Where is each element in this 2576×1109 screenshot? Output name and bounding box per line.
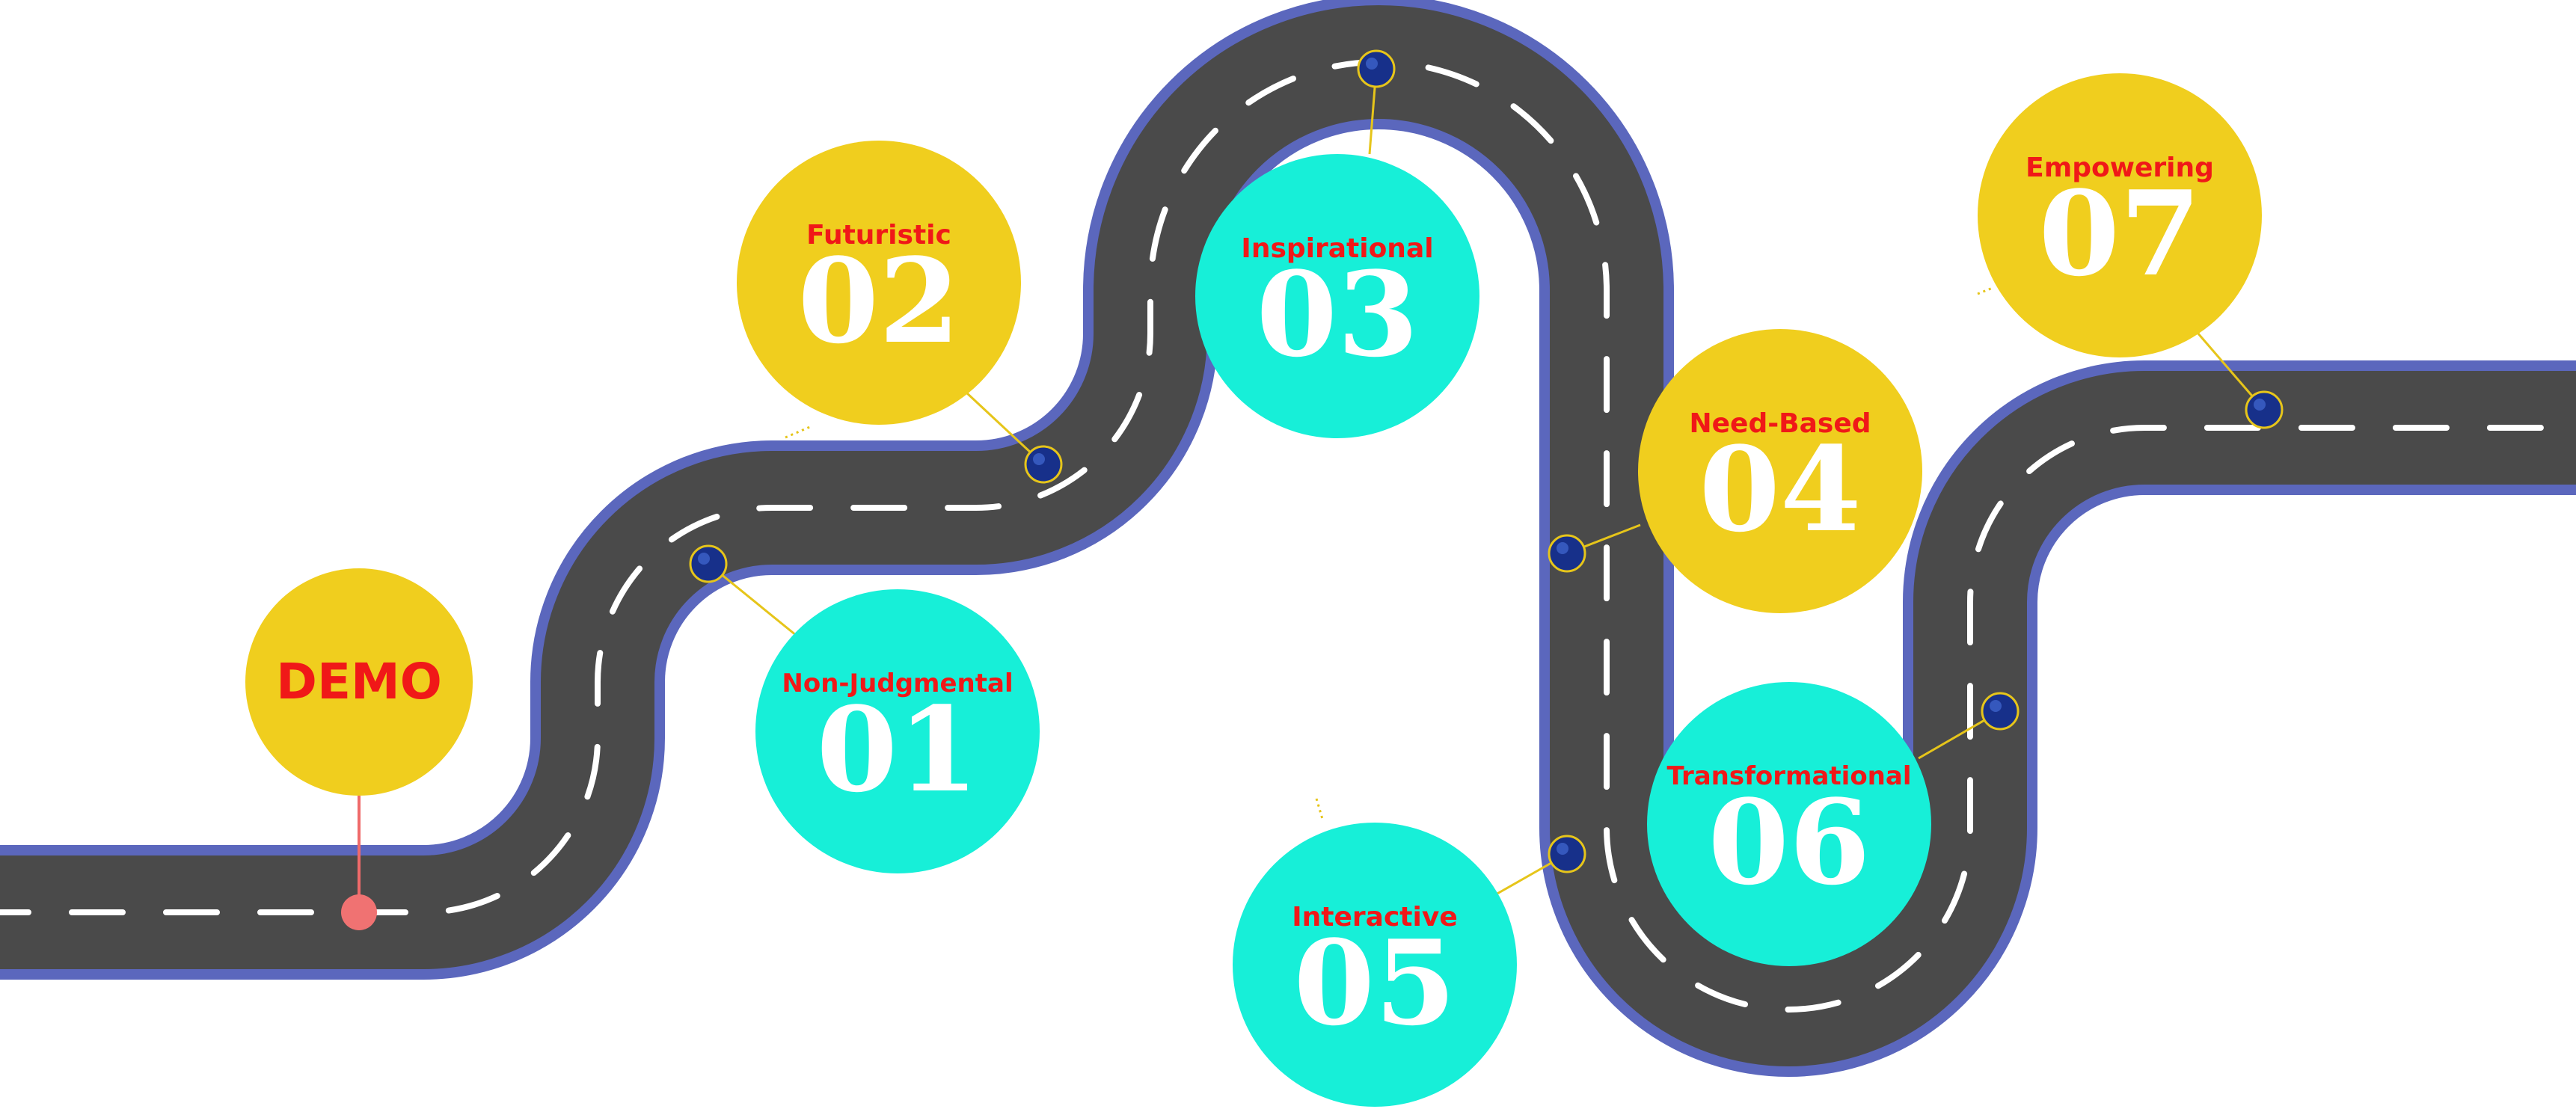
road-marker-highlight	[698, 553, 710, 565]
milestone-number: 06	[1708, 773, 1871, 911]
road-marker-04	[1548, 534, 1586, 573]
milestone-label: Transformational	[1666, 761, 1912, 792]
milestone-label: Non-Judgmental	[782, 669, 1013, 699]
milestone-03: Inspirational 03	[1195, 154, 1479, 438]
start-point-dot	[341, 894, 377, 930]
milestone-02: Futuristic 02	[737, 141, 1021, 425]
start-label: DEMO	[276, 653, 442, 710]
milestone-label: Need-Based	[1689, 408, 1871, 440]
road-marker-05	[1548, 835, 1586, 873]
road-marker-highlight	[1033, 453, 1045, 465]
start-badge: DEMO	[245, 568, 473, 796]
road-marker-01	[689, 544, 728, 583]
road-marker-03	[1357, 49, 1396, 88]
decorative-dotted-stroke	[1315, 798, 1324, 820]
road-marker-highlight	[1557, 542, 1568, 554]
road-marker-highlight	[1557, 843, 1568, 855]
milestone-07: Empowering 07	[1978, 73, 2262, 357]
milestone-label: Interactive	[1292, 902, 1458, 933]
road-marker-06	[1981, 692, 2020, 731]
milestone-number: 01	[816, 681, 979, 818]
milestone-number: 05	[1293, 914, 1456, 1051]
road-marker-highlight	[2254, 399, 2266, 411]
milestone-05: Interactive 05	[1233, 823, 1517, 1107]
decorative-dotted-stroke	[785, 425, 812, 439]
road-marker-02	[1024, 445, 1063, 484]
milestone-number: 04	[1699, 420, 1862, 558]
road-marker-highlight	[1366, 58, 1378, 70]
road-marker-highlight	[1990, 700, 2002, 712]
road-marker-07	[2245, 390, 2284, 429]
road-markers	[341, 49, 2284, 930]
decorative-dotted-stroke	[1977, 286, 1993, 295]
milestone-01: Non-Judgmental 01	[755, 589, 1040, 873]
milestone-04: Need-Based 04	[1638, 329, 1922, 613]
milestone-06: Transformational 06	[1647, 682, 1931, 966]
milestone-label: Inspirational	[1241, 233, 1434, 265]
milestone-number: 07	[2038, 165, 2201, 302]
milestone-number: 02	[797, 232, 960, 369]
decorative-dots	[785, 286, 1993, 820]
milestone-label: Futuristic	[806, 220, 951, 251]
milestone-label: Empowering	[2025, 153, 2214, 184]
milestone-number: 03	[1256, 245, 1419, 383]
